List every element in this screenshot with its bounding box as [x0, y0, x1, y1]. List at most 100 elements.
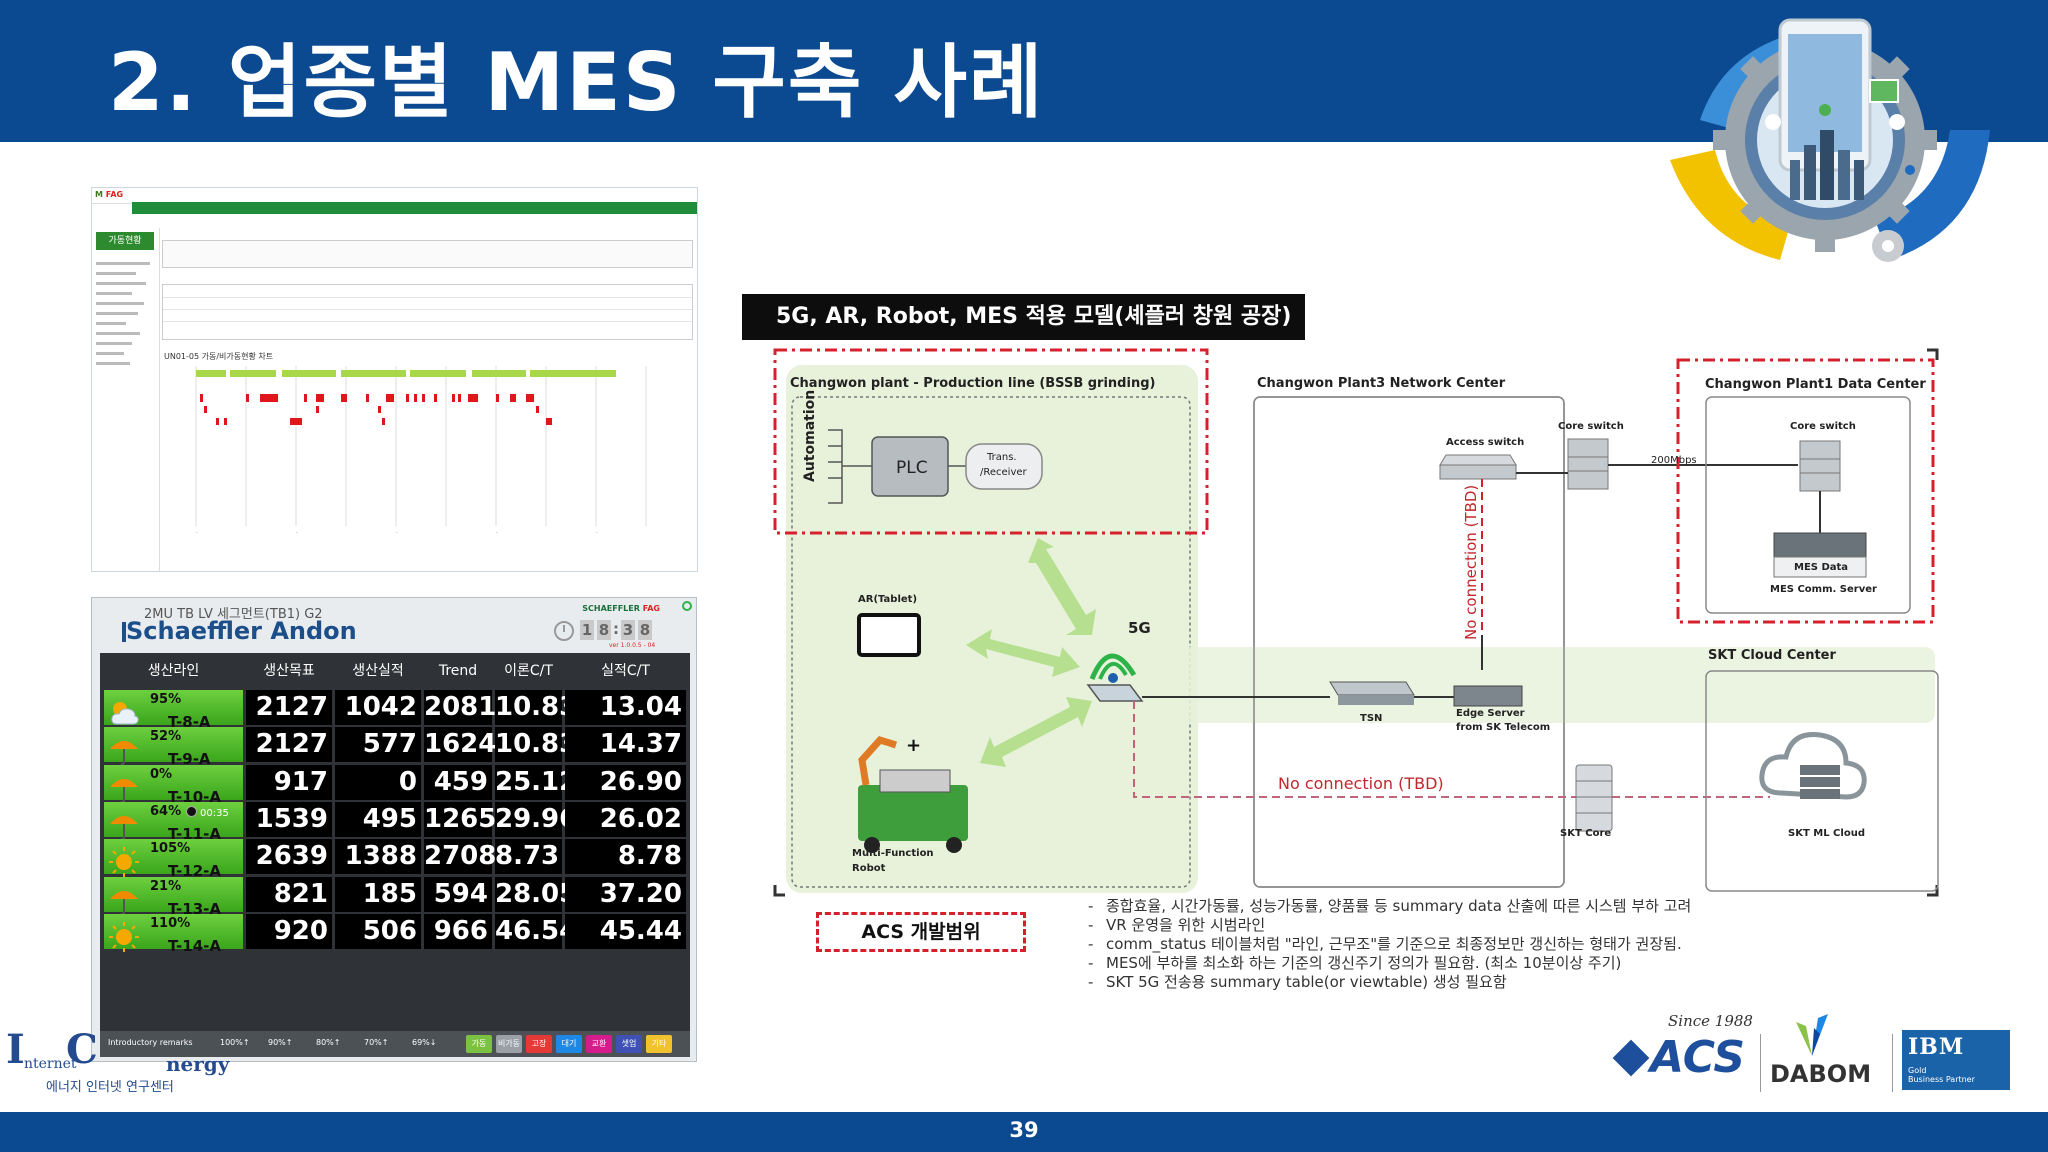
andon-cell-trend: 2708: [424, 839, 496, 875]
andon-line-name: T-14-A: [168, 936, 221, 955]
tsn-label: TSN: [1360, 713, 1383, 724]
dabom-mark-icon: [1796, 1014, 1828, 1056]
logo-letter-c: C: [66, 1026, 98, 1073]
andon-header-target: 생산목표: [246, 656, 332, 686]
andon-line-name: T-8-A: [168, 713, 211, 731]
andon-cell-actual-ct: 8.78: [565, 839, 686, 875]
andon-cell-actual-ct: 37.20: [565, 876, 686, 912]
plant-title: Changwon plant - Production line (BSSB g…: [790, 376, 1156, 391]
svg-text:-: -: [296, 530, 298, 536]
andon-cell-target: 2127: [246, 690, 332, 725]
acs-scope-box: ACS 개발범위: [816, 912, 1026, 952]
andon-line-cell: 95% T-8-A: [104, 690, 243, 731]
andon-line-cell: 52%T-9-A: [104, 727, 243, 768]
logo-korean: 에너지 인터넷 연구센터: [46, 1080, 174, 1095]
page-number: 39: [1009, 1118, 1039, 1142]
legend-status-button[interactable]: 가동: [466, 1035, 492, 1053]
legend-status-button[interactable]: 대기: [556, 1035, 582, 1053]
data-center-title: Changwon Plant1 Data Center: [1705, 377, 1926, 392]
ibm-word: IBM: [1908, 1034, 1965, 1060]
andon-cell-actual-ct: 14.37: [565, 727, 686, 763]
legend-item: Introductory remarks: [108, 1038, 193, 1047]
robot-icon: +: [858, 735, 968, 853]
trans-label-1: Trans.: [987, 452, 1017, 463]
mes-sidebar-header[interactable]: 가동현황: [96, 232, 154, 250]
clock-colon: :: [613, 620, 619, 638]
andon-cell-trend: 966: [424, 913, 492, 949]
andon-cell-target: 920: [246, 913, 332, 949]
andon-cell-actual-ct: 45.44: [565, 913, 686, 949]
andon-line-name: T-13-A: [168, 899, 221, 918]
skt-core-label: SKT Core: [1560, 828, 1612, 839]
clock-icon: [554, 621, 574, 641]
ibm-sub-1: Gold: [1908, 1066, 1927, 1075]
smart-city-gear-illustration: [1670, 18, 1990, 262]
model-label: 5G, AR, Robot, MES 적용 모델(셰플러 창원 공장): [742, 294, 1305, 340]
andon-header-trend: Trend: [424, 656, 492, 686]
cloud-icon: [1759, 731, 1867, 800]
automation-label: Automation: [802, 389, 818, 482]
legend-item: 80%↑: [316, 1038, 341, 1047]
no-connection-vertical-label: No connection (TBD): [1462, 484, 1480, 640]
andon-line-name: T-10-A: [168, 787, 221, 806]
andon-line-percent: 105%: [150, 841, 191, 857]
trans-label-2: /Receiver: [980, 467, 1027, 478]
no-connection-horizontal-label: No connection (TBD): [1278, 774, 1444, 793]
access-switch-label: Access switch: [1446, 437, 1525, 448]
dc-core-switch-label: Core switch: [1790, 421, 1856, 432]
legend-status-button[interactable]: 고장: [526, 1035, 552, 1053]
header-bar: 2. 업종별 MES 구축 사례: [0, 0, 2048, 142]
andon-cell-theory-ct: 8.73: [495, 839, 562, 875]
andon-cell-target: 917: [246, 764, 332, 800]
andon-cell-actual: 0: [335, 764, 421, 800]
mes-filter-panel[interactable]: [162, 240, 693, 268]
mes-gantt-chart: -----: [195, 366, 647, 536]
acs-diamond-icon: [1612, 1039, 1650, 1077]
mes-logo: M FAG: [95, 190, 124, 199]
svg-text:-: -: [396, 530, 398, 536]
edge-server-label-1: Edge Server: [1456, 708, 1525, 719]
legend-status-button[interactable]: 비가동: [496, 1035, 522, 1053]
note-item: -comm_status 테이블처럼 "라인, 근무조"를 기준으로 최종정보만…: [1088, 935, 1682, 953]
note-item: -종합효율, 시간가동률, 성능가동률, 양품률 등 summary data …: [1088, 897, 1692, 915]
note-item: -SKT 5G 전송용 summary table(or viewtable) …: [1088, 973, 1507, 991]
clock-digit: 8: [597, 620, 611, 640]
andon-line-percent: 21%: [150, 878, 182, 894]
svg-text:-: -: [596, 530, 598, 536]
andon-header-actual: 생산실적: [335, 656, 421, 686]
mes-sidebar: 가동현황: [92, 228, 160, 571]
andon-title-bar: [122, 622, 126, 642]
andon-line-cell: 21% T-13-A: [104, 876, 243, 918]
legend-status-button[interactable]: 교환: [586, 1035, 612, 1053]
logo-letter-i: I: [6, 1026, 25, 1073]
legend-status-button[interactable]: 셋업: [616, 1035, 642, 1053]
svg-text:+: +: [906, 735, 921, 756]
andon-line-cell: 105%T-12-A: [104, 839, 243, 880]
andon-cell-actual: 1388: [335, 839, 421, 875]
andon-cell-actual: 577: [335, 727, 421, 763]
legend-item: 90%↑: [268, 1038, 293, 1047]
network-center-title: Changwon Plant3 Network Center: [1257, 376, 1506, 391]
notes-list: -종합효율, 시간가동률, 성능가동률, 양품률 등 summary data …: [1088, 897, 1691, 992]
andon-line-cell: 0%T-10-A: [104, 764, 243, 806]
legend-status-button[interactable]: 기타: [646, 1035, 672, 1053]
andon-cell-actual-ct: 26.90: [565, 764, 686, 800]
status-dot-icon: [682, 601, 692, 611]
note-item: -MES에 부하를 최소화 하는 기준의 갱신주기 정의가 필요함. (최소 1…: [1088, 954, 1622, 972]
clock-digit: 1: [580, 620, 594, 640]
andon-cell-theory-ct: 29.96: [495, 801, 577, 837]
core-switch-label: Core switch: [1558, 421, 1624, 432]
andon-line-percent: 95%: [150, 692, 182, 707]
ibm-sub-2: Business Partner: [1908, 1075, 1975, 1084]
clock-digit: 8: [638, 620, 652, 640]
mes-menu-bar[interactable]: [132, 202, 697, 214]
andon-title: Schaeffler Andon: [126, 617, 357, 645]
andon-line-name: T-9-A: [168, 750, 211, 769]
mes-data-grid: [162, 284, 693, 340]
